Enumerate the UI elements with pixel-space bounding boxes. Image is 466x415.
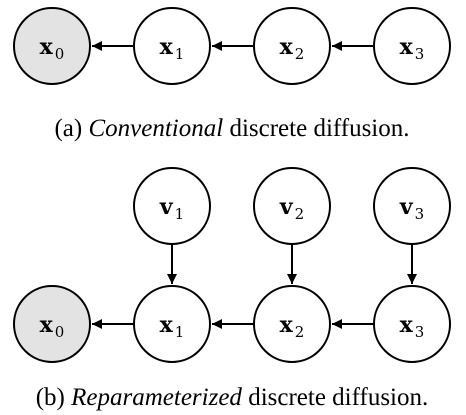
- node-circle: [253, 167, 331, 245]
- node-variable: x: [40, 312, 54, 338]
- node-circle: [253, 7, 331, 85]
- node-variable: x: [400, 34, 414, 60]
- node-subscript: 1: [175, 205, 185, 223]
- node-circle: [253, 285, 331, 363]
- node-subscript: 3: [415, 45, 425, 63]
- node-subscript: 1: [175, 323, 185, 341]
- panel-b-caption-emphasis: Reparameterized: [70, 384, 242, 411]
- node-subscript: 2: [295, 45, 305, 63]
- node-variable: x: [280, 34, 294, 60]
- node-variable: x: [160, 312, 174, 338]
- panel-b-edges: [92, 245, 417, 329]
- node-subscript: 2: [295, 205, 305, 223]
- node-circle: [373, 285, 451, 363]
- panel-b-caption: (b) Reparameterized discrete diffusion.: [36, 384, 429, 411]
- node-subscript: 0: [55, 323, 65, 341]
- panel-b-caption-prefix: (b): [36, 384, 71, 411]
- node-subscript: 3: [415, 323, 425, 341]
- node-circle: [373, 167, 451, 245]
- panel-a-caption-prefix: (a): [54, 115, 88, 142]
- node-circle: [133, 7, 211, 85]
- node-variable: v: [399, 194, 414, 220]
- node-subscript: 1: [175, 45, 185, 63]
- node-circle: [13, 7, 91, 85]
- panel-a-caption-emphasis: Conventional: [88, 115, 223, 142]
- node-circle: [373, 7, 451, 85]
- node-subscript: 3: [415, 205, 425, 223]
- node-variable: v: [159, 194, 174, 220]
- node-subscript: 2: [295, 323, 305, 341]
- panel-a-caption-suffix: discrete diffusion.: [223, 115, 409, 142]
- node-subscript: 0: [55, 45, 65, 63]
- panel-a-caption: (a) Conventional discrete diffusion.: [54, 115, 409, 142]
- node-circle: [133, 285, 211, 363]
- panel-b-caption-suffix: discrete diffusion.: [242, 384, 428, 411]
- node-circle: [133, 167, 211, 245]
- node-variable: x: [280, 312, 294, 338]
- node-variable: x: [400, 312, 414, 338]
- node-circle: [13, 285, 91, 363]
- node-variable: v: [279, 194, 294, 220]
- node-variable: x: [160, 34, 174, 60]
- node-variable: x: [40, 34, 54, 60]
